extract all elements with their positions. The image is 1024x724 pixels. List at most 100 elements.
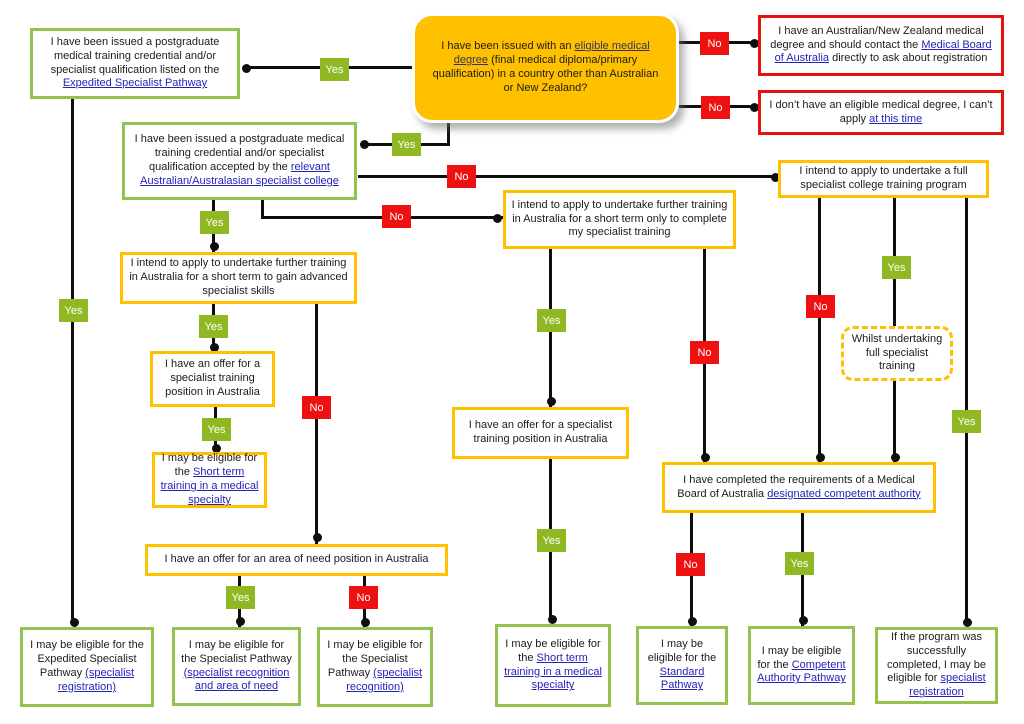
connector-dot: [798, 615, 808, 625]
text-segment: I have an offer for a specialist trainin…: [164, 358, 261, 398]
edge-label-e13-yes: Yes: [537, 529, 566, 552]
link-medical-board-of-australia[interactable]: Medical Board of Australia: [774, 38, 992, 65]
node-text: I may be eligible for the Standard Pathw…: [644, 638, 720, 694]
connector-dot: [749, 102, 759, 112]
link-specialist-recognition[interactable]: (specialist recognition): [346, 667, 423, 693]
edge-label-e6-no: No: [382, 205, 411, 228]
link-at-this-time[interactable]: at this time: [869, 112, 923, 125]
node-full-college-program: I intend to apply to undertake a full sp…: [778, 160, 989, 198]
connector-dot: [209, 342, 219, 352]
text-segment: I may be eligible for the Expedited Spec…: [30, 639, 144, 679]
connector-dot: [815, 452, 825, 462]
link-eligible-medical-degree[interactable]: eligible medical degree: [453, 40, 650, 67]
edge-label-e15-no: No: [349, 586, 378, 609]
text-segment: I don’t have an eligible medical degree,…: [769, 98, 993, 125]
edge-label-e21-yes: Yes: [785, 552, 814, 575]
node-no-eligible-degree: I don’t have an eligible medical degree,…: [758, 90, 1004, 135]
edge-label-e8-yes: Yes: [59, 299, 88, 322]
node-offer-specialist-position-mid: I have an offer for a specialist trainin…: [452, 407, 629, 459]
connector-line: [261, 200, 264, 219]
node-text: I may be eligible for the Specialist Pat…: [325, 639, 425, 695]
node-competent-authority-requirements: I have completed the requirements of a M…: [662, 462, 936, 513]
edge-label-e11-yes: Yes: [202, 418, 231, 441]
text-segment: I have completed the requirements of a M…: [677, 473, 915, 500]
text-segment: I may be eligible for the Specialist Pat…: [327, 639, 423, 679]
edge-label-e14-yes: Yes: [226, 586, 255, 609]
connector-dot: [890, 452, 900, 462]
edge-label-e17-no: No: [806, 295, 835, 318]
node-offer-specialist-position-left: I have an offer for a specialist trainin…: [150, 351, 275, 407]
connector-dot: [700, 452, 710, 462]
node-out-standard-pathway: I may be eligible for the Standard Pathw…: [636, 626, 728, 705]
connector-dot: [359, 139, 369, 149]
text-segment: I have been issued a postgraduate medica…: [50, 35, 220, 76]
node-text: I may be eligible for the Competent Auth…: [756, 645, 847, 687]
connector-dot: [770, 172, 780, 182]
node-text: I have an offer for a specialist trainin…: [158, 358, 267, 400]
node-text: I have an offer for an area of need posi…: [165, 553, 429, 567]
text-segment: (final medical diploma/primary qualifica…: [432, 54, 659, 94]
link-specialist-registration[interactable]: specialist registration: [909, 672, 986, 699]
text-segment: I may be eligible for the: [647, 637, 717, 664]
node-eligible-short-term-left: I may be eligible for the Short term tra…: [152, 452, 267, 508]
node-text: I may be eligible for the Short term tra…: [160, 452, 259, 508]
link-specialist-registration[interactable]: (specialist registration): [57, 667, 135, 693]
node-text: I have been issued a postgraduate medica…: [130, 133, 349, 189]
edge-label-e1-yes: Yes: [320, 58, 349, 81]
text-segment: I have an offer for an area of need posi…: [164, 553, 429, 566]
node-out-specialist-pathway-area-of-need: I may be eligible for the Specialist Pat…: [172, 627, 301, 706]
link-relevant-australian-australasian-specialis[interactable]: relevant Australian/Australasian special…: [140, 161, 339, 187]
connector-line: [893, 379, 896, 464]
node-text: I have been issued with an eligible medi…: [429, 40, 662, 96]
edge-label-e7-yes: Yes: [200, 211, 229, 234]
node-text: I intend to apply to undertake further t…: [128, 257, 349, 299]
link-short-term-training-in-a-medical-specialty[interactable]: Short term training in a medical special…: [160, 466, 259, 506]
link-short-term-training-in-a-medical-specialty[interactable]: Short term training in a medical special…: [504, 651, 602, 692]
node-out-program-completed: If the program was successfully complete…: [875, 627, 998, 704]
connector-dot: [360, 617, 370, 627]
edge-label-e9-yes: Yes: [199, 315, 228, 338]
text-segment: I intend to apply to undertake a full sp…: [799, 165, 968, 191]
node-text: If the program was successfully complete…: [883, 631, 990, 701]
link-standard-pathway[interactable]: Standard Pathway: [659, 665, 705, 692]
connector-dot: [492, 213, 502, 223]
node-text: I have been issued a postgraduate medica…: [38, 36, 232, 92]
text-segment: Whilst undertaking full specialist train…: [851, 332, 943, 373]
connector-line: [315, 303, 318, 546]
node-short-term-advanced-skills: I intend to apply to undertake further t…: [120, 252, 357, 304]
connector-line: [71, 99, 74, 623]
node-text: I have completed the requirements of a M…: [670, 474, 928, 502]
node-out-competent-authority-pathway: I may be eligible for the Competent Auth…: [748, 626, 855, 705]
edge-label-e20-no: No: [676, 553, 705, 576]
node-text: I may be eligible for the Specialist Pat…: [180, 639, 293, 695]
connector-dot: [211, 443, 221, 453]
link-designated-competent-authority[interactable]: designated competent authority: [767, 487, 921, 500]
node-out-expedited-pathway: I may be eligible for the Expedited Spec…: [20, 627, 154, 707]
text-segment: I may be eligible for the: [757, 644, 842, 671]
text-segment: I have an offer for a specialist trainin…: [468, 419, 613, 445]
edge-label-e19-yes: Yes: [952, 410, 981, 433]
node-text: I intend to apply to undertake further t…: [511, 199, 728, 241]
link-specialist-recognition-and-area-of-need[interactable]: (specialist recognition and area of need: [183, 666, 290, 693]
connector-dot: [209, 241, 219, 251]
text-segment: I have been issued with an: [441, 40, 575, 53]
node-expedited-pathway-listed: I have been issued a postgraduate medica…: [30, 28, 240, 99]
node-text: I have an Australian/New Zealand medical…: [766, 25, 996, 67]
connector-dot: [241, 63, 251, 73]
link-expedited-specialist-pathway[interactable]: Expedited Specialist Pathway: [62, 77, 208, 90]
connector-line: [358, 175, 779, 178]
text-segment: I have an Australian/New Zealand medical…: [770, 24, 984, 51]
link-competent-authority-pathway[interactable]: Competent Authority Pathway: [757, 658, 846, 685]
text-segment: I may be eligible for the: [161, 452, 258, 479]
connector-dot: [687, 616, 697, 626]
edge-label-e5-no: No: [447, 165, 476, 188]
edge-label-e4-yes: Yes: [392, 133, 421, 156]
connector-dot: [69, 617, 79, 627]
text-segment: I intend to apply to undertake further t…: [511, 198, 728, 239]
edge-label-e10-no: No: [302, 396, 331, 419]
connector-line: [447, 121, 450, 146]
node-eligible-degree-question: I have been issued with an eligible medi…: [412, 13, 679, 123]
text-segment: I may be eligible for the Specialist Pat…: [181, 638, 292, 665]
connector-dot: [235, 616, 245, 626]
